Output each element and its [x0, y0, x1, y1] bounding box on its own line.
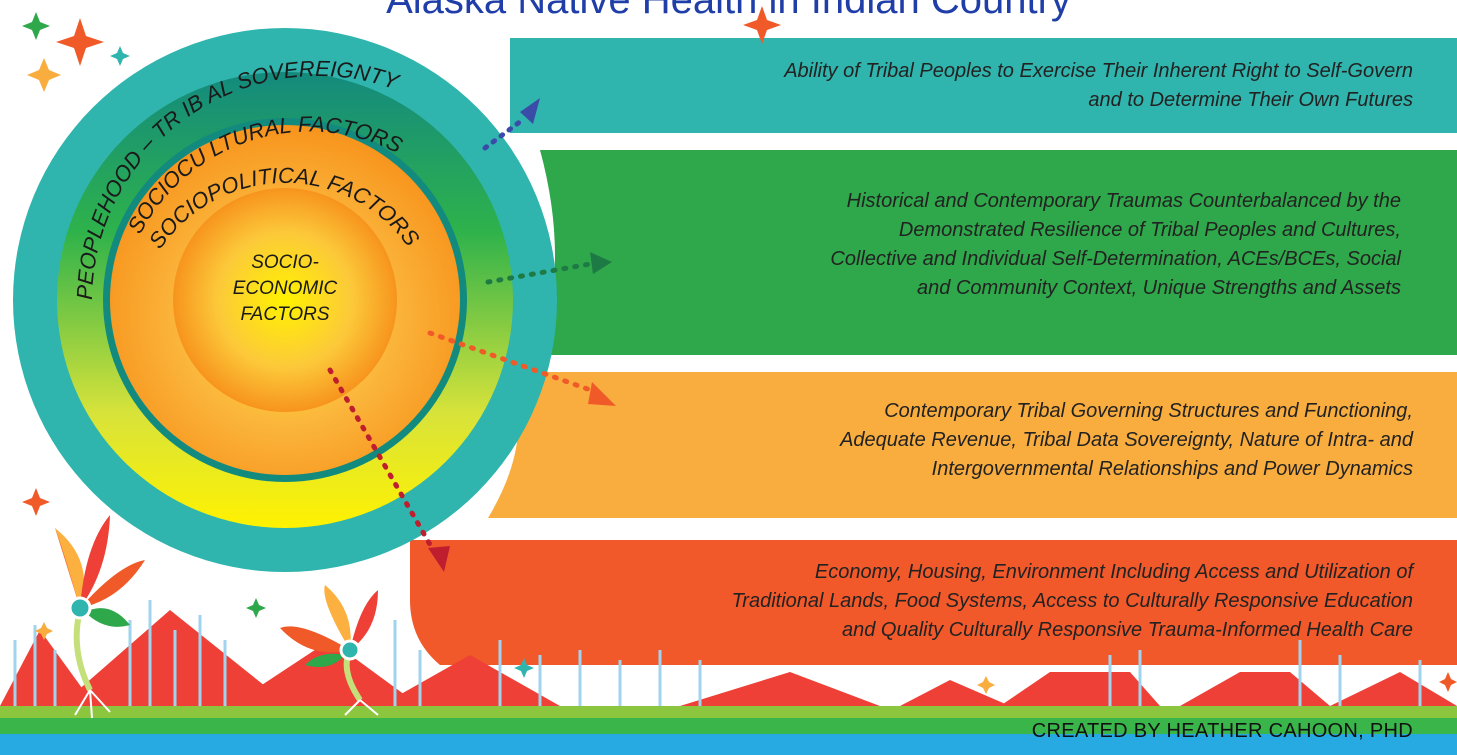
flower-icon: [55, 515, 145, 719]
band-line: Intergovernmental Relationships and Powe…: [931, 458, 1413, 480]
sparkle-icon: [22, 12, 50, 40]
band-line: Traditional Lands, Food Systems, Access …: [731, 590, 1413, 612]
band-line: Economy, Housing, Environment Including …: [814, 561, 1413, 583]
band-text-sociocultural: Historical and Contemporary Traumas Coun…: [830, 187, 1401, 303]
sparkle-icon: [56, 18, 104, 66]
flower-icon: [280, 585, 379, 716]
band-sociopolitical: [488, 372, 1457, 518]
band-text-sovereignty: Ability of Tribal Peoples to Exercise Th…: [784, 57, 1413, 115]
sparkle-icon: [743, 6, 781, 44]
mountains: [0, 610, 1457, 706]
sparkle-icon: [1439, 672, 1457, 692]
sparkle-icon: [35, 622, 53, 640]
sparkle-icon: [514, 658, 534, 678]
band-line: Contemporary Tribal Governing Structures…: [884, 400, 1413, 422]
band-line: and to Determine Their Own Futures: [1088, 89, 1413, 111]
core-label-line: SOCIO-: [251, 252, 319, 273]
band-sovereignty: [510, 38, 1457, 133]
band-line: and Quality Culturally Responsive Trauma…: [842, 619, 1413, 641]
band-line: Historical and Contemporary Traumas Coun…: [846, 190, 1401, 212]
diagram-title: Alaska Native Health in Indian Country: [386, 0, 1071, 22]
arrow-sociopolitical: [427, 330, 616, 406]
sparkle-icon: [22, 488, 50, 516]
ground-stripe-green: [0, 718, 1457, 734]
sparkle-icon: [110, 46, 130, 66]
arrow-sovereignty: [482, 98, 540, 151]
sparkle-icon: [246, 598, 266, 618]
ground-stripe-light: [0, 706, 1457, 718]
band-line: Adequate Revenue, Tribal Data Sovereignt…: [840, 429, 1413, 451]
band-sociocultural: [540, 150, 1457, 355]
core-label: SOCIO- ECONOMIC FACTORS: [195, 250, 375, 328]
arrow-sociocultural: [485, 252, 612, 285]
band-text-sociopolitical: Contemporary Tribal Governing Structures…: [840, 397, 1413, 484]
sparkle-icon: [977, 676, 995, 694]
band-line: and Community Context, Unique Strengths …: [917, 277, 1401, 299]
ring-core: [173, 188, 397, 412]
credit-text: CREATED BY HEATHER CAHOON, PHD: [1031, 720, 1413, 742]
core-label-line: FACTORS: [240, 304, 330, 325]
ground-stripe-teal: [0, 734, 1457, 755]
band-line: Collective and Individual Self-Determina…: [830, 248, 1401, 270]
sparkle-icon: [27, 58, 61, 92]
core-label-line: ECONOMIC: [232, 278, 338, 299]
band-line: Demonstrated Resilience of Tribal People…: [898, 219, 1401, 241]
arrow-socioeconomic: [327, 367, 450, 572]
grass-spikes: [13, 600, 1422, 706]
band-socioeconomic: [410, 540, 1457, 665]
band-text-socioeconomic: Economy, Housing, Environment Including …: [732, 558, 1413, 645]
band-line: Ability of Tribal Peoples to Exercise Th…: [784, 60, 1413, 82]
